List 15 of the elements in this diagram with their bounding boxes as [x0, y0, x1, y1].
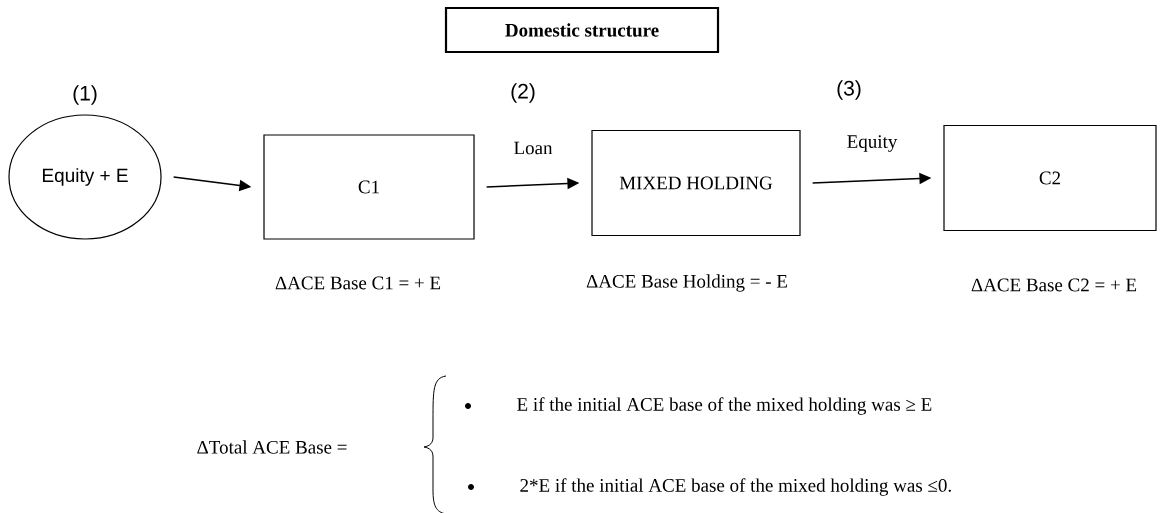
company-box: MIXED HOLDING — [591, 129, 801, 237]
ellipse-node: Equity + E — [8, 114, 162, 240]
step-number: (2) — [511, 83, 535, 103]
edge-label: Loan — [514, 141, 553, 155]
bullet-text: 2*E if the initial ACE base of the mixed holding was ≤0. — [520, 478, 951, 496]
edge-label: Equity — [847, 135, 898, 152]
formula-text: ΔTotal ACE Base = — [197, 440, 347, 454]
node-caption: ΔACE Base C1 = + E — [275, 276, 441, 290]
bullet-text: E if the initial ACE base of the mixed holding was ≥ E — [517, 397, 932, 415]
node-caption: ΔACE Base Holding = - E — [586, 274, 787, 292]
company-box: C1 — [263, 134, 475, 240]
step-number: (3) — [837, 80, 861, 100]
title-box: Domestic structure — [444, 6, 720, 54]
company-box: C2 — [943, 124, 1157, 232]
node-caption: ΔACE Base C2 = + E — [971, 278, 1137, 292]
